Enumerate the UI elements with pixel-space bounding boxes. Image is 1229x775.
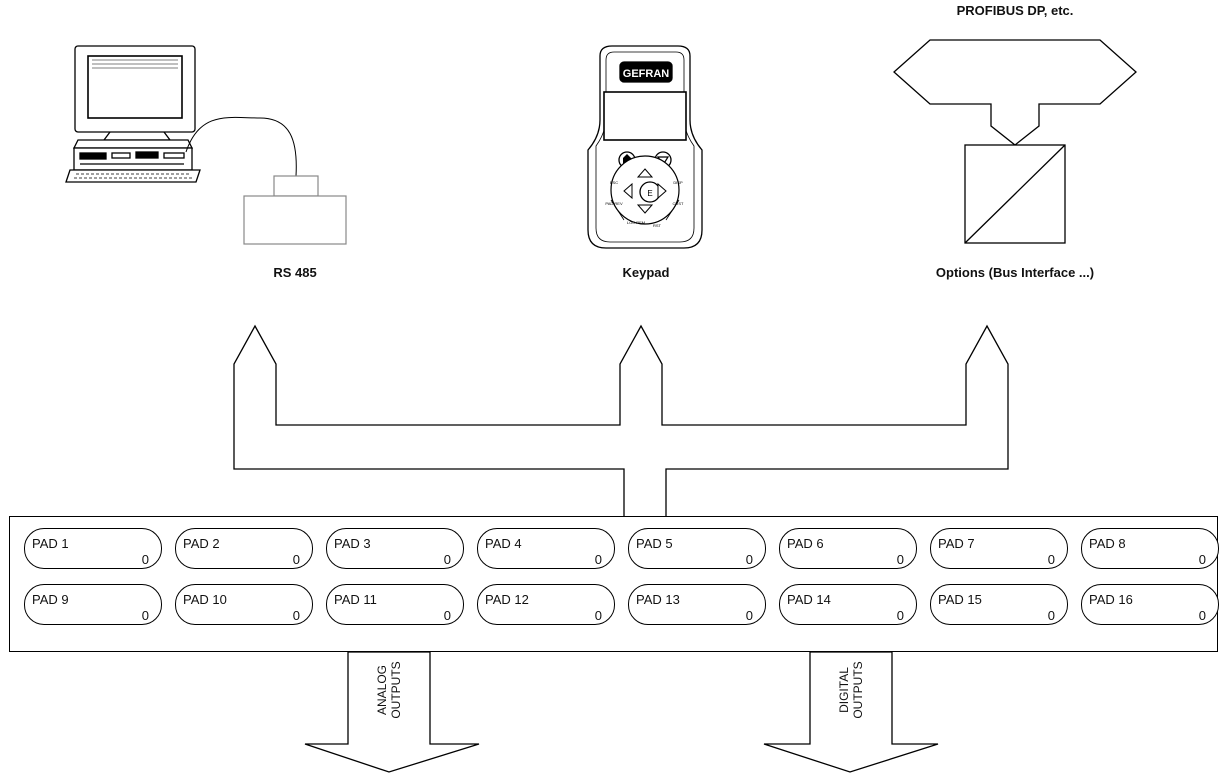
pad-value: 0 [1047, 608, 1055, 623]
bus-interface-icon [964, 144, 1066, 244]
profibus-label: PROFIBUS DP, etc. [956, 3, 1074, 18]
pad-name: PAD 10 [183, 592, 227, 607]
pad-value: 0 [896, 608, 904, 623]
profibus-bus-arrow [893, 39, 1137, 146]
pad-1: PAD 1 0 [24, 528, 162, 569]
pad-3: PAD 3 0 [326, 528, 464, 569]
pad-name: PAD 6 [787, 536, 824, 551]
pad-name: PAD 3 [334, 536, 371, 551]
communication-tree-outline [233, 324, 1009, 516]
pad-2: PAD 2 0 [175, 528, 313, 569]
keypad-key-e: E [647, 189, 652, 198]
pad-name: PAD 5 [636, 536, 673, 551]
pad-name: PAD 8 [1089, 536, 1126, 551]
analog-outputs-label-line1: ANALOG [375, 665, 389, 716]
pad-4: PAD 4 0 [477, 528, 615, 569]
pad-9: PAD 9 0 [24, 584, 162, 625]
pad-7: PAD 7 0 [930, 528, 1068, 569]
pad-value: 0 [745, 552, 753, 567]
rs485-converter-icon [243, 175, 347, 245]
pad-13: PAD 13 0 [628, 584, 766, 625]
pad-name: PAD 14 [787, 592, 831, 607]
pad-value: 0 [594, 608, 602, 623]
pad-value: 0 [141, 552, 149, 567]
keypad-key-rst: RST [653, 223, 662, 228]
pad-value: 0 [141, 608, 149, 623]
pad-12: PAD 12 0 [477, 584, 615, 625]
digital-outputs-label-line2: OUTPUTS [851, 661, 865, 719]
keypad-brand-text: GEFRAN [623, 68, 670, 80]
pad-name: PAD 15 [938, 592, 982, 607]
pad-14: PAD 14 0 [779, 584, 917, 625]
keypad-key-esc: ESC [610, 180, 618, 185]
pad-value: 0 [594, 552, 602, 567]
digital-outputs-arrow [763, 651, 939, 773]
pad-10: PAD 10 0 [175, 584, 313, 625]
pad-16: PAD 16 0 [1081, 584, 1219, 625]
pad-name: PAD 16 [1089, 592, 1133, 607]
pad-value: 0 [896, 552, 904, 567]
pad-6: PAD 6 0 [779, 528, 917, 569]
keypad-key-pad-rev: PAD REV [605, 201, 623, 206]
pad-value: 0 [443, 552, 451, 567]
pad-value: 0 [292, 552, 300, 567]
pad-value: 0 [1198, 552, 1206, 567]
computer-icon [65, 45, 297, 183]
digital-outputs-label-line1: DIGITAL [837, 667, 851, 713]
pad-name: PAD 9 [32, 592, 69, 607]
pad-15: PAD 15 0 [930, 584, 1068, 625]
analog-outputs-label: ANALOG OUTPUTS [375, 647, 403, 733]
keypad-key-loc-rem: LOC REM [627, 220, 645, 225]
keypad-key-disp: DISP [673, 180, 683, 185]
pad-8: PAD 8 0 [1081, 528, 1219, 569]
pad-name: PAD 7 [938, 536, 975, 551]
pad-value: 0 [1047, 552, 1055, 567]
pad-value: 0 [745, 608, 753, 623]
keypad-label: Keypad [622, 265, 670, 280]
pad-name: PAD 1 [32, 536, 69, 551]
keypad-icon [587, 45, 703, 249]
pad-value: 0 [292, 608, 300, 623]
pad-name: PAD 4 [485, 536, 522, 551]
options-label: Options (Bus Interface ...) [935, 265, 1095, 280]
pad-name: PAD 12 [485, 592, 529, 607]
analog-outputs-label-line2: OUTPUTS [389, 661, 403, 719]
pad-value: 0 [1198, 608, 1206, 623]
pad-11: PAD 11 0 [326, 584, 464, 625]
pad-5: PAD 5 0 [628, 528, 766, 569]
digital-outputs-label: DIGITAL OUTPUTS [837, 647, 865, 733]
rs485-label: RS 485 [273, 265, 317, 280]
analog-outputs-arrow [304, 651, 480, 773]
pad-name: PAD 11 [334, 592, 377, 607]
keypad-key-cust: CUST [673, 201, 684, 206]
pad-value: 0 [443, 608, 451, 623]
pad-name: PAD 2 [183, 536, 220, 551]
pad-name: PAD 13 [636, 592, 680, 607]
